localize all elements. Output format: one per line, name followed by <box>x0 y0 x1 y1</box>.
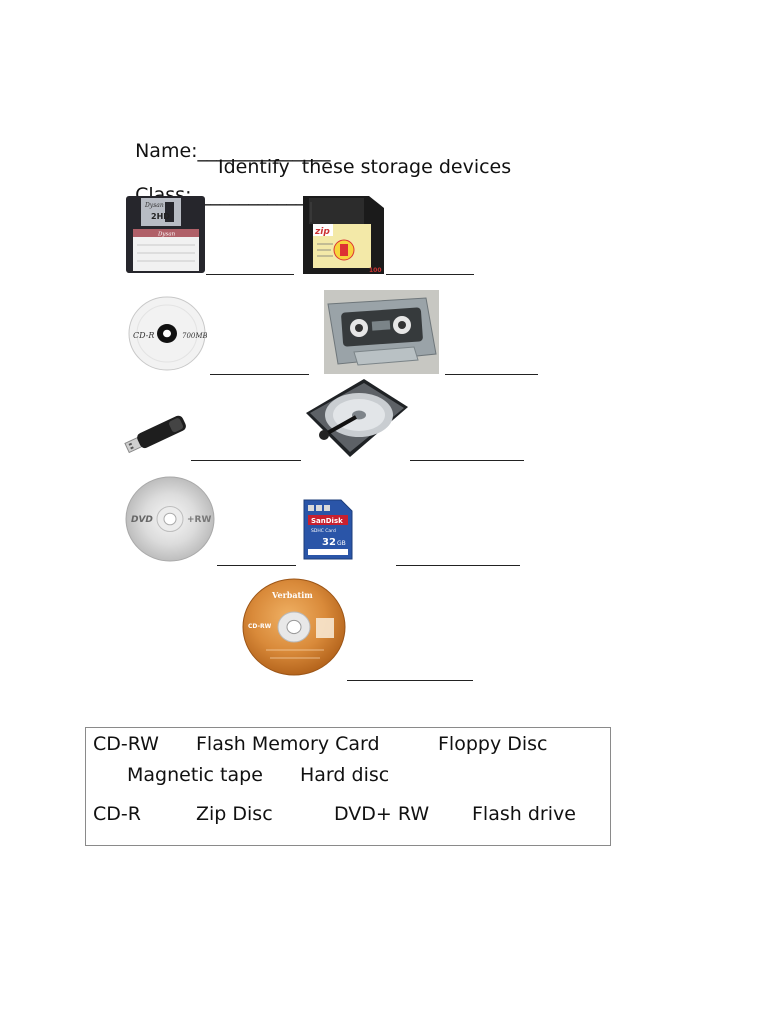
word-bank-item: Flash drive <box>472 803 576 825</box>
sd-type-text: SDHC Card <box>311 528 336 534</box>
dvd-label-left: DVD <box>131 515 153 525</box>
cd-rw-label-text: CD-RW <box>248 623 272 630</box>
cd-r-label-left: CD-R <box>133 331 154 340</box>
name-class-line: Name:______________ Class:______________… <box>123 118 353 206</box>
floppy-brand-text: Dysan <box>144 202 164 209</box>
word-bank-item: Magnetic tape <box>127 764 263 786</box>
hard-disk-image <box>306 379 408 457</box>
cd-rw-image: Verbatim CD-RW <box>242 578 346 676</box>
answer-line-zip[interactable] <box>386 274 474 275</box>
dvd-rw-image: DVD +RW <box>125 476 215 562</box>
floppy-disk-image: Dysan 2HD Dysan <box>126 196 205 273</box>
cassette-tape-image <box>324 290 439 374</box>
answer-line-floppy[interactable] <box>206 274 294 275</box>
word-bank-item: Flash Memory Card <box>196 733 380 755</box>
word-bank-item: Hard disc <box>300 764 390 786</box>
sd-card-image: SanDisk SDHC Card 32 GB <box>303 499 353 560</box>
word-bank-item: CD-R <box>93 803 141 825</box>
usb-flash-drive-image <box>124 415 186 454</box>
floppy-2hd-text: 2HD <box>151 212 170 221</box>
worksheet-title: Identify these storage devices <box>218 156 512 178</box>
answer-line-sd-card[interactable] <box>396 565 520 566</box>
word-bank-item: Zip Disc <box>196 803 273 825</box>
cd-r-label-right: 700MB <box>182 332 207 340</box>
zip-brand-text: zip <box>314 227 330 237</box>
floppy-sticker-text: Dysan <box>157 232 176 238</box>
zip-disk-image: zip 100 <box>303 196 384 274</box>
word-bank-item: Floppy Disc <box>438 733 548 755</box>
dvd-label-right: +RW <box>187 515 211 525</box>
answer-line-dvd[interactable] <box>217 565 296 566</box>
cd-r-image: CD-R 700MB <box>128 296 207 371</box>
answer-line-cd-r[interactable] <box>210 374 309 375</box>
zip-sticker-number: 100 <box>369 267 382 274</box>
word-bank-item: DVD+ RW <box>334 803 430 825</box>
answer-line-hard-disk[interactable] <box>410 460 524 461</box>
word-bank-item: CD-RW <box>93 733 159 755</box>
sd-capacity-text: 32 <box>322 537 336 548</box>
answer-line-cassette[interactable] <box>445 374 538 375</box>
sd-brand-text: SanDisk <box>311 517 343 525</box>
sd-unit-text: GB <box>337 540 346 547</box>
answer-line-cd-rw[interactable] <box>347 680 473 681</box>
answer-line-flash-drive[interactable] <box>191 460 301 461</box>
cd-rw-brand-text: Verbatim <box>271 590 313 600</box>
name-field-label: Name:______________ <box>135 140 331 162</box>
word-bank-box: CD-RW Flash Memory Card Floppy Disc Magn… <box>85 727 611 846</box>
